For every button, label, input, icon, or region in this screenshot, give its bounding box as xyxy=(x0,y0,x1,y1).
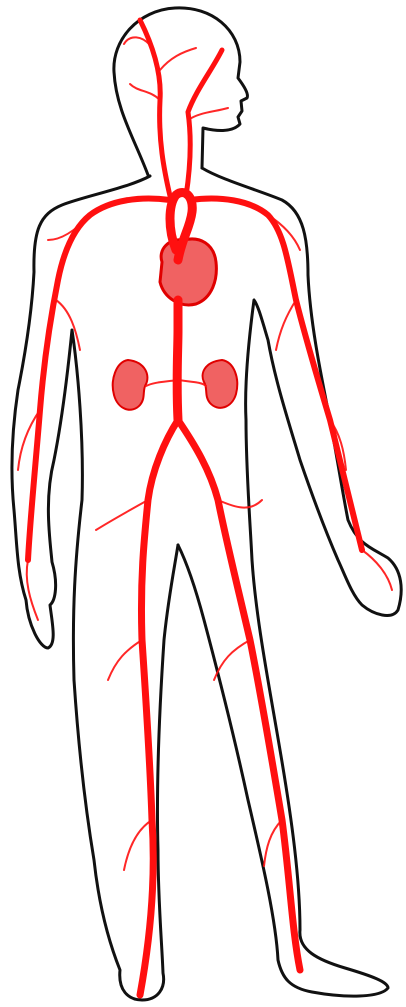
head-outline xyxy=(114,8,248,175)
branch xyxy=(124,820,152,870)
kidney-left xyxy=(113,360,148,410)
aorta xyxy=(177,300,178,420)
branch xyxy=(264,820,282,866)
heart xyxy=(160,239,216,305)
body-outline xyxy=(12,8,401,1000)
branch xyxy=(276,300,296,350)
branch xyxy=(108,640,142,680)
iliac-right xyxy=(178,420,300,970)
kidney-right xyxy=(203,360,238,408)
branch xyxy=(188,108,228,120)
branch xyxy=(96,500,148,530)
branch xyxy=(130,84,160,100)
branch xyxy=(160,48,196,70)
arteries xyxy=(18,20,392,995)
branch xyxy=(178,380,206,386)
branch xyxy=(218,500,262,508)
branch xyxy=(56,300,80,350)
